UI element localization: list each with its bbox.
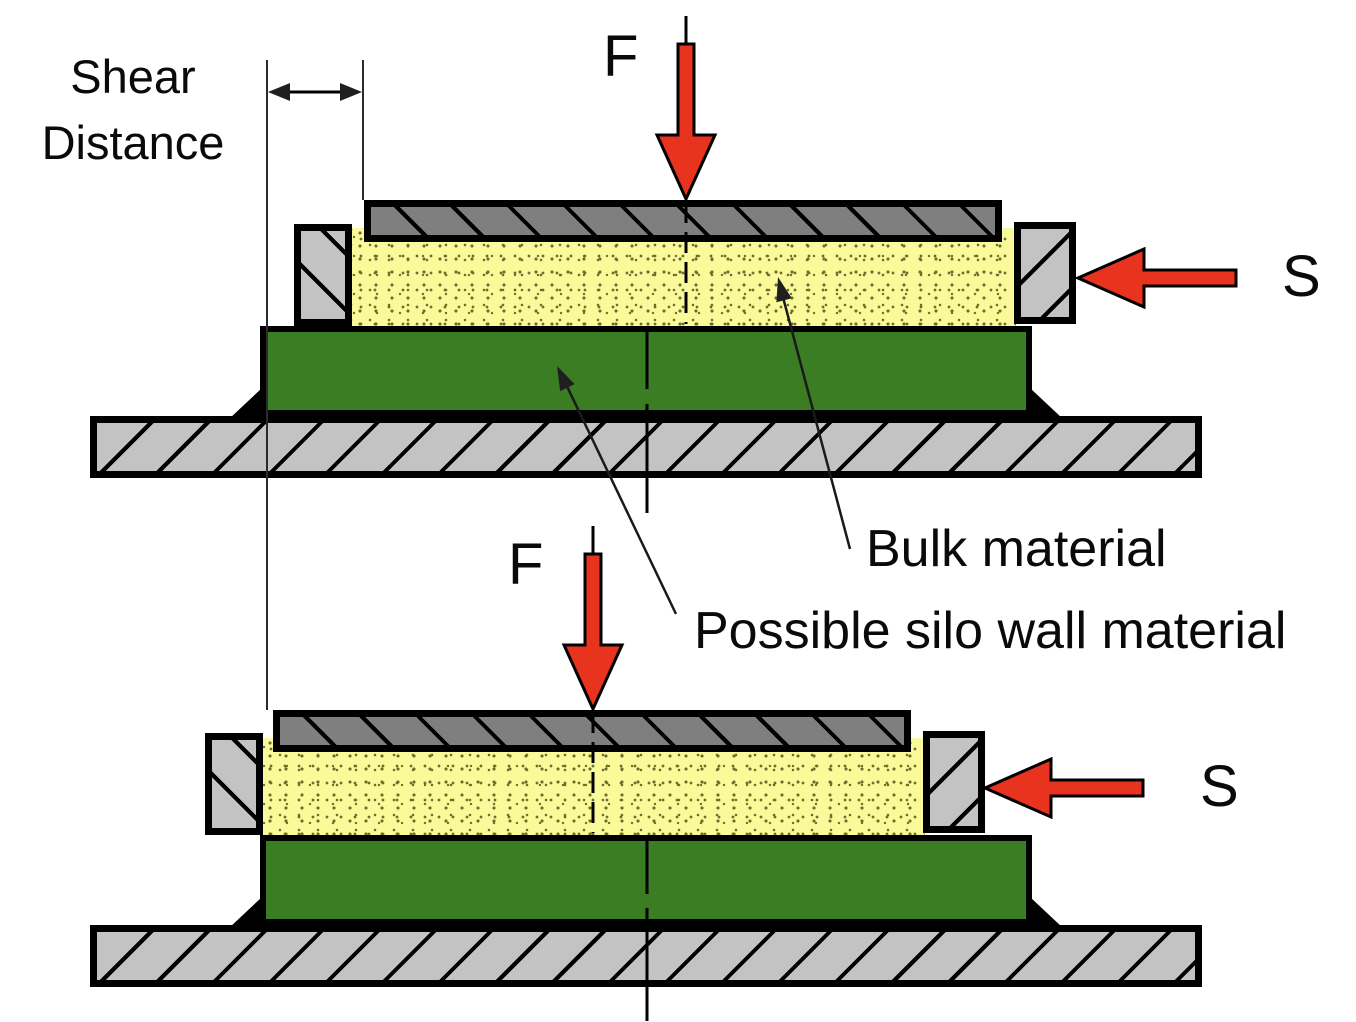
force-f-label-top: F [603,24,639,89]
shear-distance-label-line2: Distance [41,116,225,169]
fillet-top-left [229,388,262,419]
silo-wall-sample-bottom [260,835,1032,925]
base-plate-top [90,416,1202,478]
shear-ring-right-top [1014,222,1076,324]
lid-bottom [273,710,911,752]
fillet-bottom-right [1030,897,1063,928]
force-f-label-bottom: F [508,532,544,597]
shear-ring-left-top [294,224,352,326]
shear-ring-left-bottom [205,733,263,835]
shear-s-arrow-bottom-icon [981,756,1145,820]
silo-wall-sample-top [260,326,1032,416]
fillet-bottom-left [229,897,262,928]
silo-wall-label: Possible silo wall material [694,602,1287,660]
base-plate-bottom [90,925,1202,987]
dimension-arrowhead-right-icon [340,83,362,101]
bulk-material-bottom [250,738,925,835]
shear-ring-right-bottom [923,731,985,833]
bulk-material-label: Bulk material [866,520,1167,578]
shear-distance-label-line1: Shear [70,50,196,103]
dimension-arrowhead-left-icon [268,83,290,101]
lid-top [364,200,1002,242]
shear-s-label-top: S [1282,244,1321,309]
shear-distance-label: Shear Distance [8,44,258,176]
bulk-material-top [340,228,1016,326]
shear-s-label-bottom: S [1200,754,1239,819]
force-f-arrow-top-icon [654,42,718,203]
shear-s-arrow-top-icon [1074,246,1238,310]
fillet-top-right [1030,388,1063,419]
force-f-arrow-bottom-icon [561,552,625,713]
